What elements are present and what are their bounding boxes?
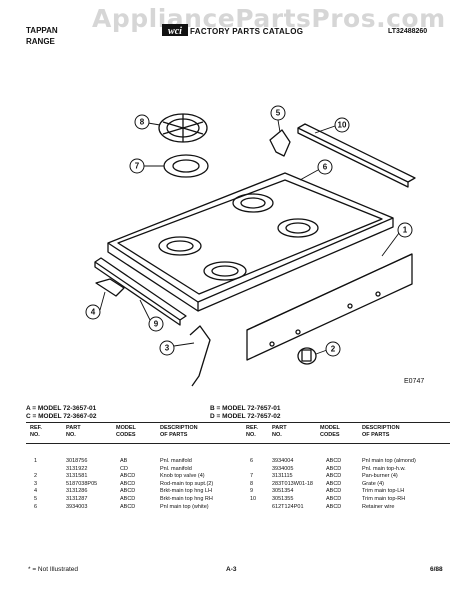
manifold-panel-part <box>246 253 413 361</box>
callout-1 <box>397 222 413 238</box>
model-a: A = MODEL 72-3657-01 <box>26 405 97 412</box>
callout-label-9: 9 <box>154 320 159 329</box>
callout-3 <box>159 340 175 356</box>
knob-part <box>297 347 317 365</box>
catalog-title: FACTORY PARTS CATALOG <box>190 27 304 36</box>
callout-9 <box>148 316 164 332</box>
document-id: LT32488260 <box>388 28 428 35</box>
callout-label-3: 3 <box>165 344 170 353</box>
hinge-bracket-lh <box>95 278 125 297</box>
table-right-desc-col: Pnl main top (almond)Pnl. main top-h.w. … <box>362 458 416 510</box>
support-rod-part <box>189 325 211 387</box>
callout-6 <box>317 159 333 175</box>
wci-logo-icon: wci <box>162 24 188 37</box>
grate-part <box>158 113 208 143</box>
table-top-rule <box>26 422 450 423</box>
hinge-bracket-rh <box>269 129 291 157</box>
callout-label-7: 7 <box>135 162 140 171</box>
model-list-right: B = MODEL 72-7657-01 D = MODEL 72-7657-0… <box>210 405 281 421</box>
brand-line-1: TAPPAN <box>26 26 58 35</box>
callout-label-6: 6 <box>323 163 328 172</box>
header-ref-right: REF.NO. <box>246 425 258 438</box>
callout-label-2: 2 <box>331 345 336 354</box>
burner-openings <box>158 193 319 281</box>
callout-7 <box>129 158 145 174</box>
model-c: C = MODEL 72-3667-02 <box>26 413 97 420</box>
callout-label-1: 1 <box>403 226 408 235</box>
table-header-rule <box>26 443 450 444</box>
footer-date: 6/88 <box>430 566 443 573</box>
model-list-left: A = MODEL 72-3657-01 C = MODEL 72-3667-0… <box>26 405 97 421</box>
callout-label-4: 4 <box>91 308 96 317</box>
footer-note: * = Not Illustrated <box>28 566 79 573</box>
svg-text:wci: wci <box>168 26 182 37</box>
callout-8 <box>134 114 150 130</box>
brand-line-2: RANGE <box>26 37 55 46</box>
burner-pan-part <box>163 154 209 178</box>
callout-2 <box>325 341 341 357</box>
callout-10 <box>334 117 350 133</box>
watermark-text: AppliancePartsPros.com <box>92 4 446 33</box>
model-d: D = MODEL 72-7657-02 <box>210 413 281 420</box>
callout-label-8: 8 <box>140 118 145 127</box>
header-ref-left: REF.NO. <box>30 425 42 438</box>
page-number: A-3 <box>226 566 237 573</box>
trim-rh-part <box>297 123 416 188</box>
callout-4 <box>85 304 101 320</box>
callout-5 <box>270 105 286 121</box>
trim-lh-part <box>94 257 187 326</box>
callout-label-5: 5 <box>276 109 281 118</box>
callout-label-10: 10 <box>338 121 347 130</box>
model-b: B = MODEL 72-7657-01 <box>210 405 281 412</box>
figure-code: E0747 <box>404 378 425 385</box>
callouts <box>85 105 413 357</box>
brand-label: TAPPAN RANGE <box>26 25 58 47</box>
